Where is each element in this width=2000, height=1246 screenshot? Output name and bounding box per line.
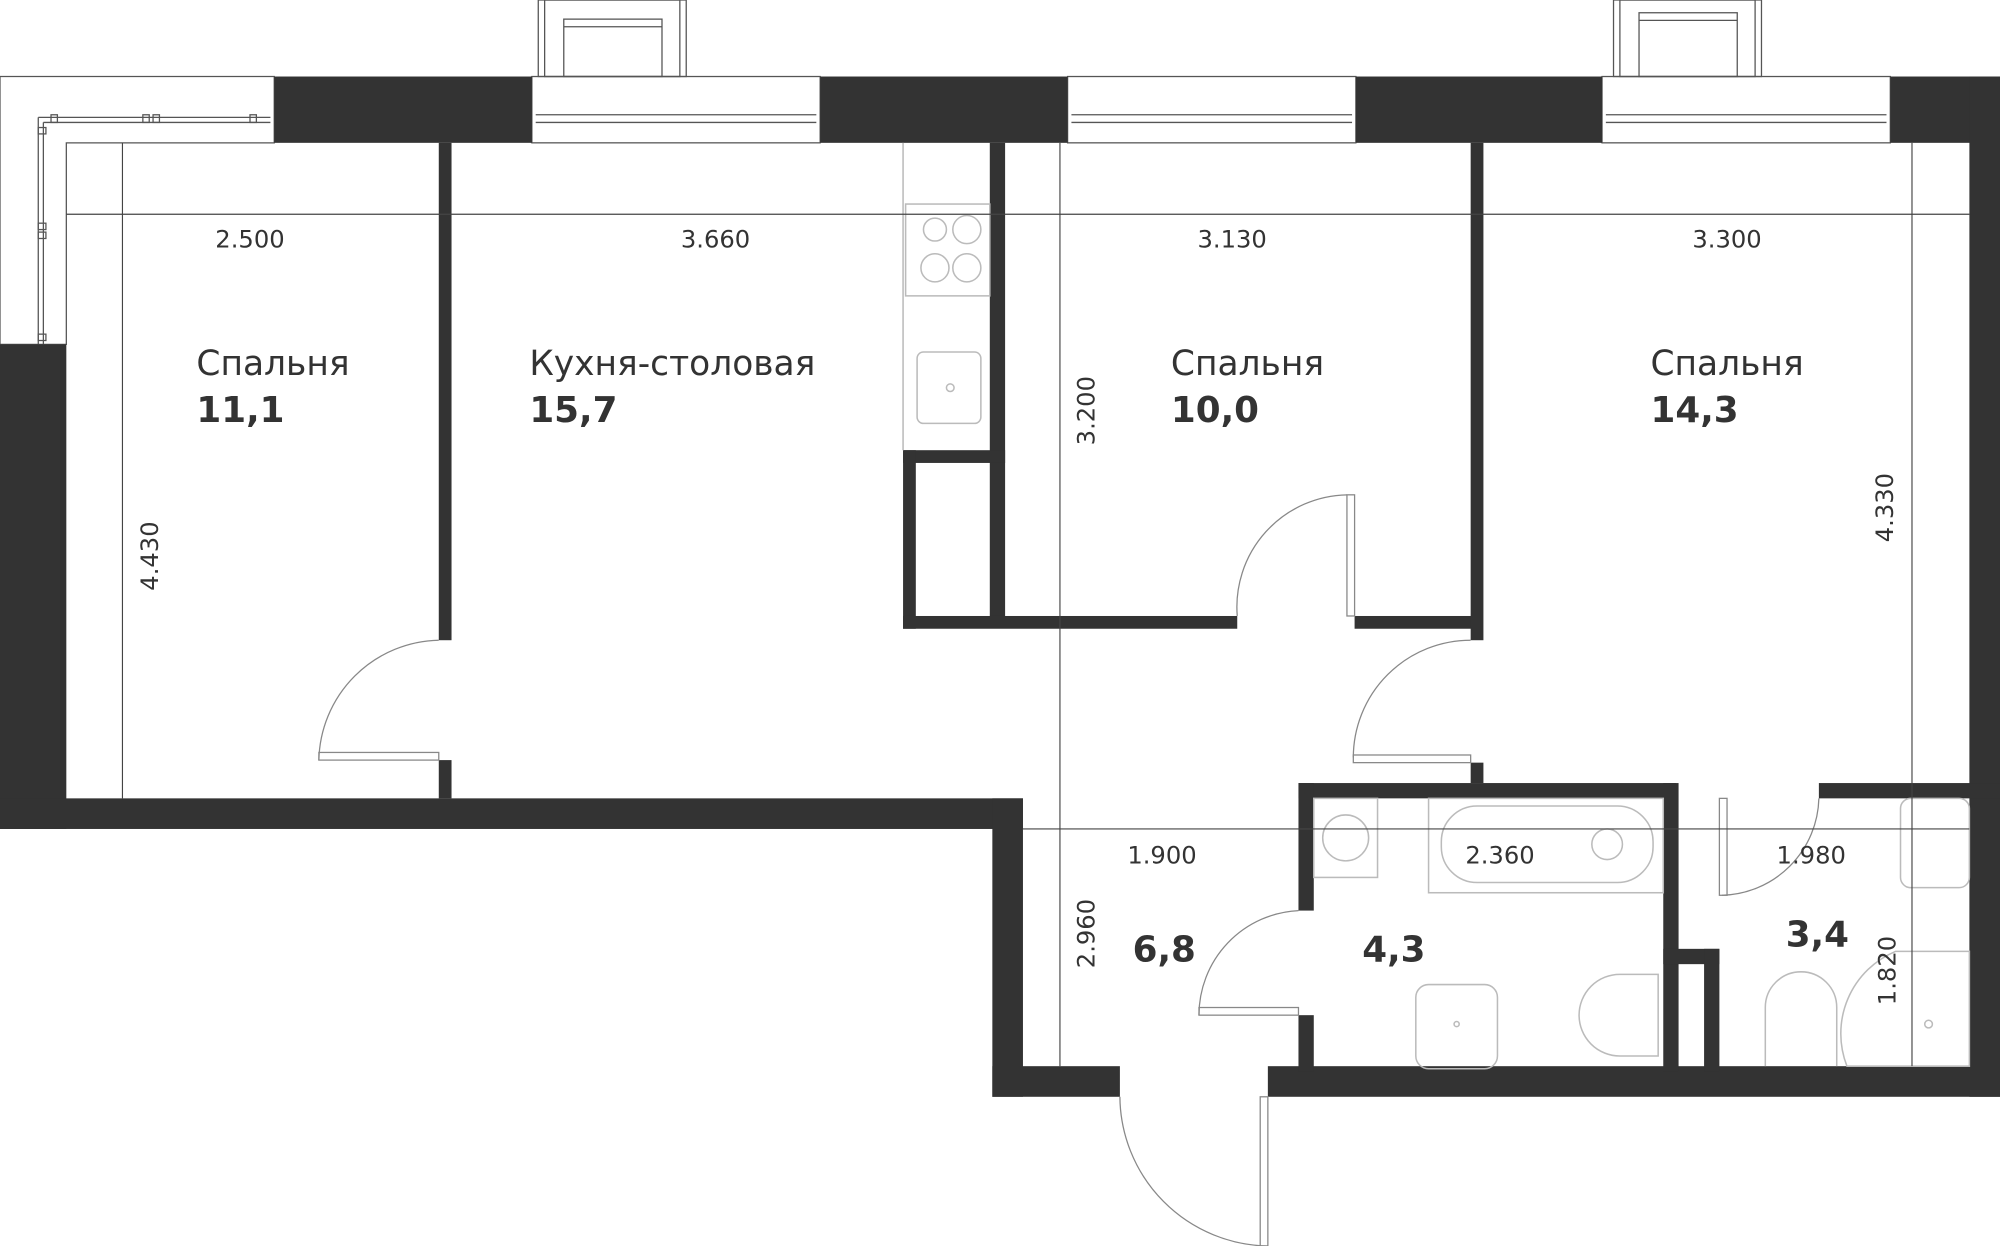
walls <box>0 76 2000 1097</box>
room-area: 3,4 <box>1786 914 1849 955</box>
balcony <box>0 75 275 347</box>
ac-unit <box>1612 0 1763 78</box>
room-name: Спальня <box>196 344 349 384</box>
room-name: Спальня <box>1651 344 1804 384</box>
room-name: Спальня <box>1171 344 1324 384</box>
dimension-label: 3.130 <box>1197 225 1266 253</box>
dimension-label: 4.330 <box>1871 473 1899 542</box>
dimension-label: 2.500 <box>215 225 284 253</box>
dimension-label: 3.200 <box>1072 376 1100 445</box>
room-area: 10,0 <box>1171 390 1259 431</box>
dimension-label: 1.900 <box>1127 841 1196 869</box>
room-area: 6,8 <box>1133 930 1196 971</box>
dimension-lines <box>66 142 1970 1067</box>
room-area: 4,3 <box>1362 930 1425 971</box>
dimension-label: 1.980 <box>1777 841 1846 869</box>
room-area: 15,7 <box>529 390 617 431</box>
room-area: 11,1 <box>196 390 284 431</box>
room-name: Кухня-столовая <box>529 344 815 384</box>
dimension-label: 2.960 <box>1072 899 1100 968</box>
dimension-label: 4.430 <box>136 521 164 590</box>
dimension-label: 2.360 <box>1465 841 1534 869</box>
doors <box>318 494 1820 1246</box>
bathroom-fixtures <box>1313 797 1971 1070</box>
dimension-label: 1.820 <box>1873 936 1901 1005</box>
room-area: 14,3 <box>1651 390 1739 431</box>
kitchen-fixtures <box>902 142 991 451</box>
windows <box>531 75 1891 144</box>
ac-unit <box>537 0 687 78</box>
dimension-label: 3.300 <box>1692 225 1761 253</box>
dimension-label: 3.660 <box>681 225 750 253</box>
